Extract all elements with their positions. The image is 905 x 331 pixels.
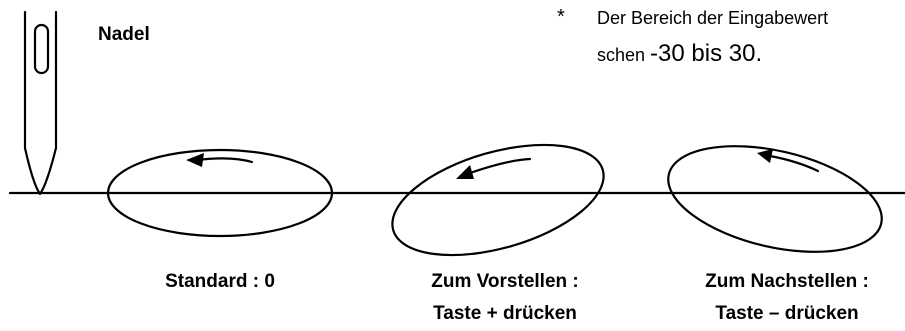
- arrow-head: [186, 153, 204, 167]
- note-range: -30 bis 30: [650, 40, 756, 67]
- loop-standard: [106, 148, 334, 238]
- needle-icon: [23, 10, 58, 196]
- loop-retard: [667, 145, 883, 253]
- label-retard-line2: Taste – drücken: [715, 303, 859, 324]
- label-standard: Standard : 0: [165, 271, 275, 292]
- label-advance-line1: Zum Vorstellen :: [431, 271, 579, 292]
- arrow-left-icon: [768, 154, 820, 173]
- note-line-1: Der Bereich der Eingabewert: [597, 8, 829, 28]
- arrow-left-icon: [468, 157, 532, 175]
- arrow-head: [456, 165, 474, 179]
- note-line-2-prefix: schen: [597, 45, 651, 65]
- label-advance-line2: Taste + drücken: [433, 303, 577, 324]
- arrow-left-icon: [196, 157, 254, 164]
- loop-advance: [391, 143, 605, 257]
- note-line-2-suffix: .: [755, 40, 763, 67]
- arrow-head: [757, 149, 773, 163]
- loop-retard-arrow: [757, 149, 820, 173]
- needle-label: Nadel: [98, 24, 150, 45]
- loop-advance-arrow: [456, 157, 532, 179]
- note-line-2: schen -30 bis 30.: [597, 40, 762, 68]
- note-marker: *: [557, 6, 565, 28]
- label-retard-line1: Zum Nachstellen :: [705, 271, 869, 292]
